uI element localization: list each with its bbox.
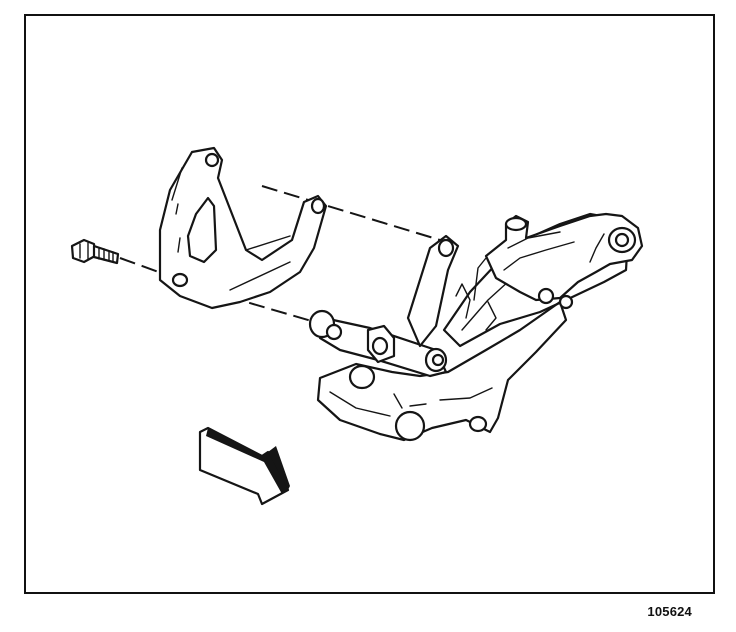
front-bracket xyxy=(158,146,328,310)
main-bracket xyxy=(308,212,644,442)
bolt xyxy=(70,238,120,265)
illustration-frame xyxy=(24,14,715,594)
figure-id-label: 105624 xyxy=(647,604,692,619)
direction-arrow xyxy=(198,426,290,506)
